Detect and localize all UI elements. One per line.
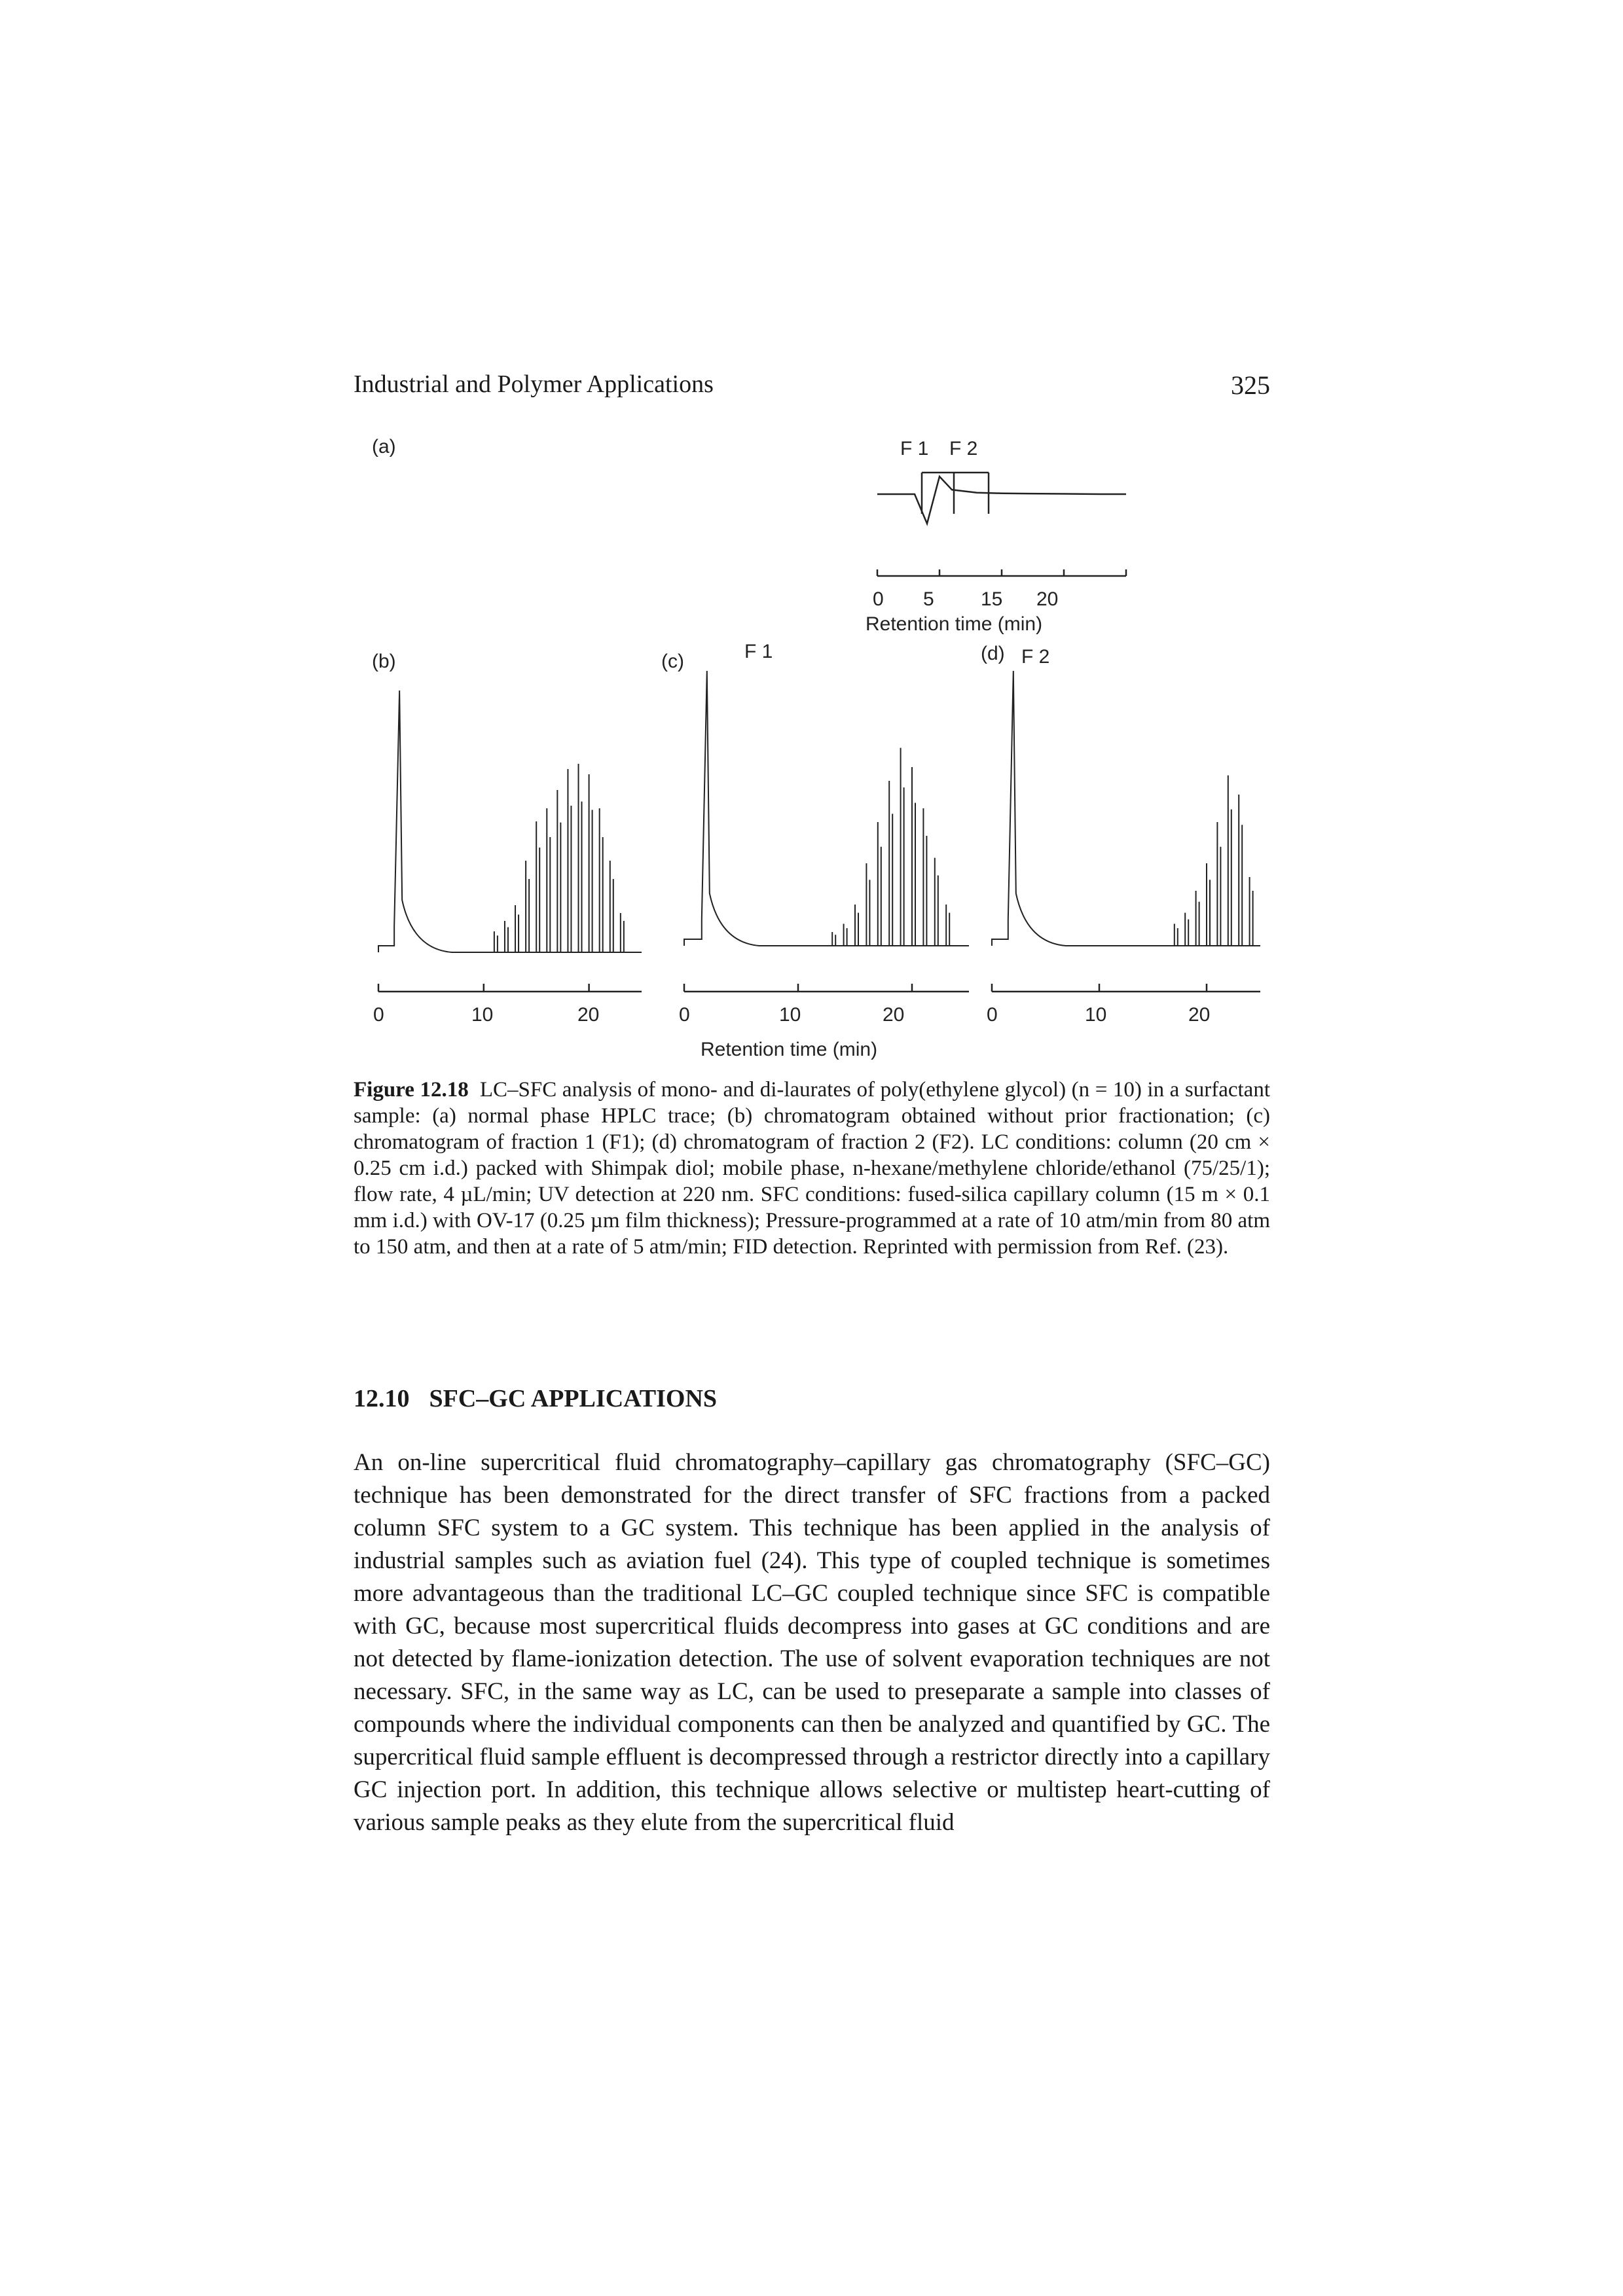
fraction-label-f2: F 2 — [949, 438, 977, 459]
panel-d-trace — [991, 670, 1260, 946]
caption-text: LC–SFC analysis of mono- and di-laurates… — [354, 1078, 1270, 1259]
panel-label-d: (d) — [981, 643, 1005, 664]
panel-c-tick-10: 10 — [779, 1004, 801, 1026]
fraction-label-f1: F 1 — [900, 438, 928, 459]
panel-b-trace — [378, 690, 642, 953]
chromatogram-figure: (a) (b) (c) (d) F 1 F 2 0 5 15 20 Retent… — [372, 436, 1260, 1060]
panel-c-fraction-label: F 1 — [744, 641, 773, 662]
panel-c-peaks — [831, 747, 951, 946]
panel-a-xlabel: Retention time (min) — [866, 613, 1042, 635]
panel-label-a: (a) — [372, 436, 396, 457]
running-head-title: Industrial and Polymer Applications — [354, 370, 714, 398]
panel-a-tick-15: 15 — [981, 588, 1002, 610]
section-heading: 12.10 SFC–GC APPLICATIONS — [354, 1384, 717, 1413]
panel-a-trace — [877, 475, 1126, 526]
section-title: SFC–GC APPLICATIONS — [429, 1385, 718, 1412]
panel-a-tick-20: 20 — [1036, 588, 1058, 610]
body-paragraph: An on-line supercritical fluid chromatog… — [354, 1449, 1270, 1836]
panel-a-tick-0: 0 — [873, 588, 884, 610]
section-number: 12.10 — [354, 1385, 410, 1412]
panel-c-tick-0: 0 — [679, 1004, 690, 1026]
running-head: Industrial and Polymer Applications 325 — [354, 370, 1270, 409]
panel-d-fraction-label: F 2 — [1021, 646, 1049, 668]
figure-12-18: (a) (b) (c) (d) F 1 F 2 0 5 15 20 Retent… — [354, 429, 1277, 1077]
panel-a: F 1 F 2 0 5 15 20 Retention time (min) — [866, 438, 1127, 635]
panel-b-tick-0: 0 — [373, 1004, 384, 1026]
panel-label-b: (b) — [372, 651, 396, 672]
panel-d-tick-10: 10 — [1085, 1004, 1106, 1026]
panel-c-tick-20: 20 — [883, 1004, 904, 1026]
panel-c-trace — [684, 670, 969, 946]
panel-b-tick-20: 20 — [577, 1004, 599, 1026]
figure-caption: Figure 12.18 LC–SFC analysis of mono- an… — [354, 1077, 1270, 1260]
panel-d-peaks — [1173, 775, 1254, 946]
panel-a-ticks — [876, 569, 1127, 576]
panel-b-tick-10: 10 — [471, 1004, 493, 1026]
panel-d-tick-0: 0 — [987, 1004, 998, 1026]
page-number: 325 — [1231, 370, 1270, 400]
panel-b-peaks — [493, 764, 625, 952]
panel-d-tick-20: 20 — [1188, 1004, 1210, 1026]
bottom-ticks — [377, 984, 1208, 992]
bottom-xlabel: Retention time (min) — [701, 1039, 877, 1060]
panel-label-c: (c) — [661, 651, 684, 672]
panel-a-tick-5: 5 — [923, 588, 934, 610]
caption-label: Figure 12.18 — [354, 1078, 469, 1102]
